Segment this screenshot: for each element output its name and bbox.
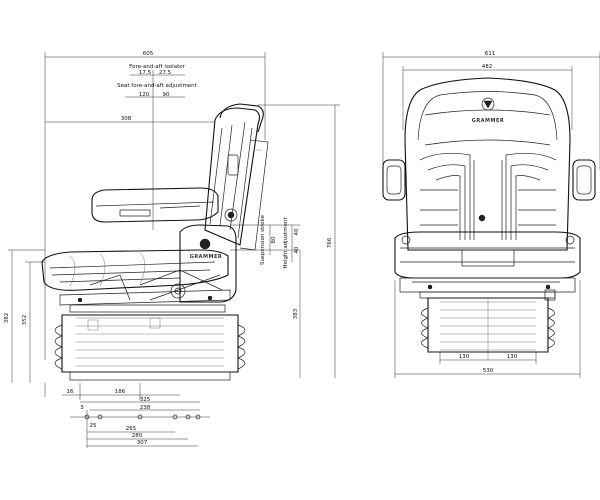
- fore-aft-left-value: 120: [139, 92, 150, 98]
- front-logo-text: GRAMMER: [472, 118, 505, 124]
- hole-dim-307: 307: [137, 440, 148, 446]
- side-view: 605 Fore-and-aft isolator 17.5 27.5 Seat…: [4, 51, 340, 448]
- height-adjust-high-value: 40: [294, 228, 300, 235]
- isolator-right-value: 27.5: [159, 70, 172, 76]
- hole-dim-280: 280: [132, 433, 143, 439]
- front-left-offset: 130: [459, 354, 470, 360]
- suspension-stroke-value: 80: [271, 236, 277, 243]
- fore-aft-right-value: 90: [163, 92, 170, 98]
- hole-dim-325: 325: [140, 397, 151, 403]
- front-view: 611 482 GRAMMER: [382, 51, 600, 378]
- suspension-stroke-label: Suspension stroke: [260, 214, 266, 265]
- bottom-left-offset: 16: [67, 389, 74, 395]
- hole-dim-25: 25: [90, 423, 97, 429]
- front-base-width-label: 530: [483, 368, 494, 374]
- backrest-width-label: 482: [482, 64, 493, 70]
- backrest-offset-label: 308: [121, 116, 132, 122]
- bottom-mid-offset: 186: [115, 389, 126, 395]
- height-adjustment-label: Height adjustment: [283, 217, 289, 269]
- base-height-outer-label: 382: [4, 313, 10, 324]
- mounting-hole-pattern: 325 238 3 25 265 280 307: [70, 397, 210, 448]
- front-overall-width-label: 611: [485, 51, 496, 57]
- seat-fore-aft-label: Seat fore-and-aft adjustment: [117, 83, 198, 89]
- base-height-inner-label: 352: [22, 315, 28, 326]
- front-logo-icon: [481, 97, 495, 111]
- overall-height-label: 766: [327, 237, 333, 248]
- side-logo-text: GRAMMER: [190, 254, 223, 260]
- overall-width-label: 605: [143, 51, 154, 57]
- front-right-offset: 130: [507, 354, 518, 360]
- hole-dim-238: 238: [140, 405, 151, 411]
- right-height-label: 383: [293, 308, 299, 319]
- hole-dim-3: 3: [80, 405, 84, 411]
- fore-aft-isolator-label: Fore-and-aft isolator: [129, 64, 185, 70]
- hole-dim-265: 265: [126, 426, 137, 432]
- isolator-left-value: 17.5: [139, 70, 152, 76]
- grammer-logo-icon: [199, 238, 211, 250]
